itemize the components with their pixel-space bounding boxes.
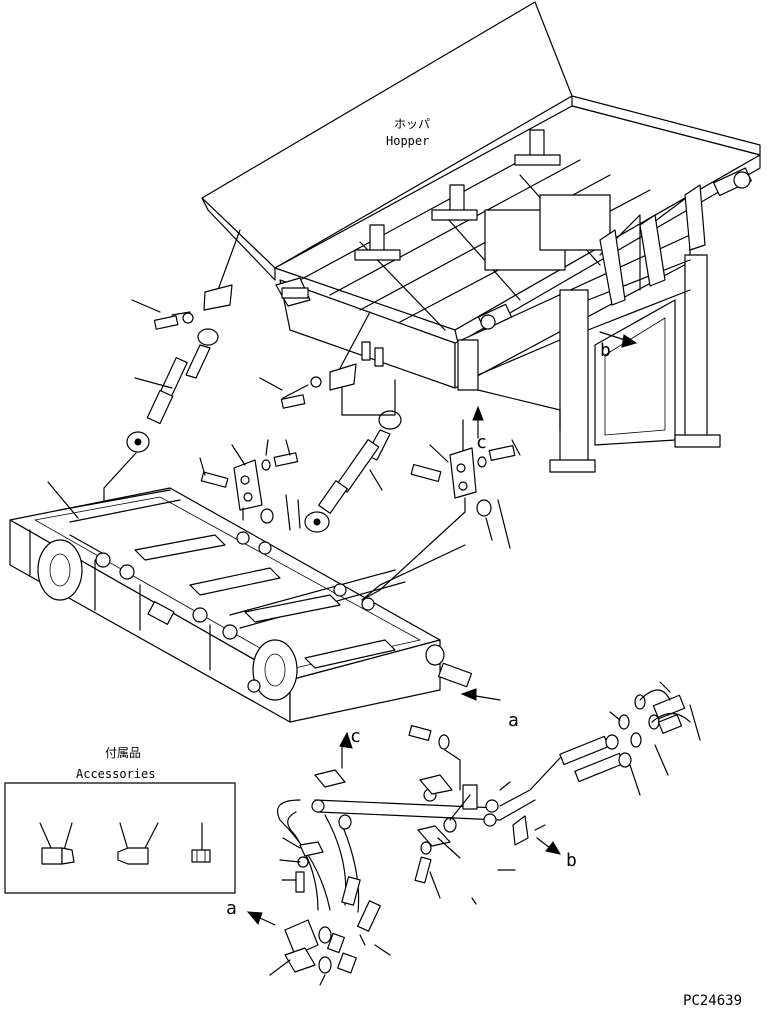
drawing-number: PC24639 [683, 993, 742, 1009]
hopper-label-jp: ホッパ [394, 117, 430, 131]
callout-c-upper: c [476, 432, 487, 453]
callout-a-right: a [508, 710, 519, 731]
callout-b-lower: b [566, 850, 577, 871]
hopper [201, 1, 761, 473]
callout-c-lower: c [350, 726, 361, 747]
right-link-rod [259, 311, 402, 533]
feeder-frame [9, 481, 473, 723]
accessories-label-en: Accessories [76, 767, 155, 781]
callout-b-upper: b [600, 340, 611, 361]
accessories-label-jp: 付属品 [105, 746, 141, 760]
hopper-label-en: Hopper [386, 134, 429, 148]
accessories-box [4, 782, 236, 894]
mounting-brackets [199, 419, 521, 601]
left-link-rod [103, 229, 241, 546]
callout-arrows [246, 331, 638, 926]
callout-a-left: a [226, 898, 237, 919]
hydraulic-lines [269, 681, 701, 986]
